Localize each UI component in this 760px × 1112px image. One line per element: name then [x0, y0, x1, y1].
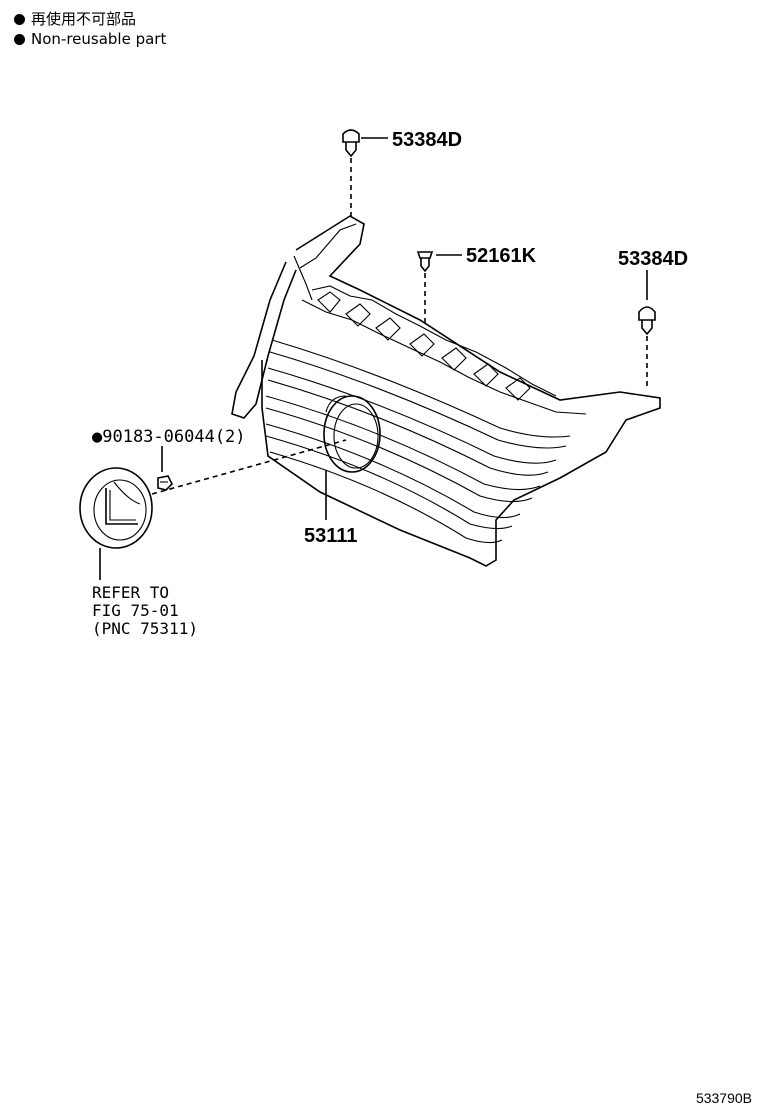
- clip-mid-icon[interactable]: [416, 251, 434, 273]
- part-label-52161k[interactable]: 52161K: [466, 245, 537, 267]
- leader-emblem-dash: [151, 439, 347, 495]
- part-label-53111[interactable]: 53111: [304, 525, 357, 547]
- bullet-icon: [14, 33, 25, 45]
- legend-en-text: Non-reusable part: [31, 30, 167, 48]
- legend-jp-text: 再使用不可部品: [31, 10, 137, 28]
- refer-line-2: FIG 75-01: [92, 601, 179, 620]
- emblem-icon[interactable]: [79, 467, 153, 549]
- refer-line-3: (PNC 75311): [92, 619, 198, 638]
- clip-right-icon[interactable]: [638, 306, 656, 336]
- legend-row-jp: 再使用不可部品: [14, 9, 166, 29]
- figure-id: 533790B: [695, 1090, 752, 1106]
- radiator-grille[interactable]: [231, 215, 661, 567]
- clip-top-icon[interactable]: [342, 129, 360, 158]
- refer-note: REFER TO FIG 75-01 (PNC 75311): [92, 584, 198, 638]
- part-label-nut[interactable]: ●90183-06044(2): [92, 427, 246, 447]
- refer-line-1: REFER TO: [92, 583, 170, 602]
- bullet-icon: [14, 13, 25, 25]
- legend: 再使用不可部品 Non-reusable part: [14, 9, 166, 49]
- nut-icon[interactable]: [157, 475, 173, 491]
- part-label-53384d-right[interactable]: 53384D: [618, 248, 688, 270]
- part-label-53384d-top[interactable]: 53384D: [392, 129, 462, 151]
- legend-row-en: Non-reusable part: [14, 29, 166, 49]
